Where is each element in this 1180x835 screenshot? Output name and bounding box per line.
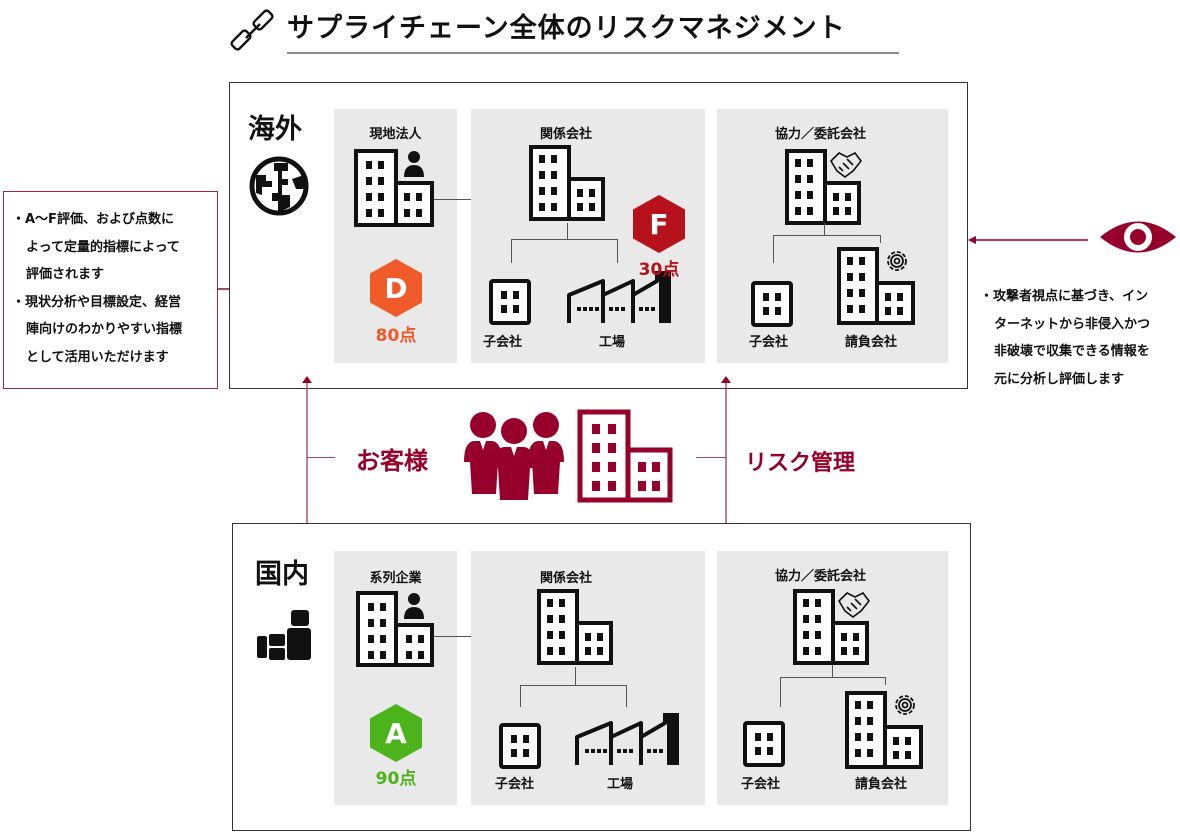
grade-badge-D: D bbox=[370, 259, 422, 317]
panel-group-companies: 系列企業 A 90点 bbox=[334, 551, 457, 805]
panel-title: 関係会社 bbox=[539, 571, 592, 586]
building-icon bbox=[529, 145, 607, 223]
factory-icon bbox=[567, 269, 671, 325]
tree-line bbox=[575, 667, 576, 685]
handshake-icon bbox=[829, 151, 863, 178]
eye-icon bbox=[1098, 214, 1178, 260]
building-with-gear-icon bbox=[845, 691, 925, 771]
building-with-handshake-icon bbox=[785, 149, 875, 227]
customer-label: お客様 bbox=[356, 447, 428, 475]
node-label: 工場 bbox=[599, 335, 626, 350]
node-label: 工場 bbox=[607, 777, 634, 792]
node-label: 請負会社 bbox=[855, 777, 908, 792]
globe-icon bbox=[248, 155, 310, 217]
note-line: ・攻撃者視点に基づき、イン bbox=[980, 289, 1149, 304]
risk-management-label: リスク管理 bbox=[745, 451, 856, 476]
building-with-gear-icon bbox=[837, 247, 917, 327]
subsidiary-icon bbox=[499, 723, 541, 769]
note-line: ターネットから非侵入かつ bbox=[994, 316, 1151, 332]
node-label: 子会社 bbox=[749, 335, 789, 350]
tree-line bbox=[773, 235, 774, 263]
node-label: 請負会社 bbox=[845, 335, 898, 350]
panel-title: 協力／委託会社 bbox=[774, 127, 866, 142]
page-title: サプライチェーン全体のリスクマネジメント bbox=[230, 4, 902, 54]
customer-group-icon bbox=[462, 409, 677, 504]
node-label: 子会社 bbox=[741, 777, 781, 792]
tree-line bbox=[567, 223, 568, 239]
tree-line bbox=[511, 239, 512, 263]
note-line: 陣向けのわかりやすい指標 bbox=[26, 322, 183, 337]
subsidiary-icon bbox=[489, 279, 531, 325]
panel-affiliates: 関係会社 子会社 bbox=[471, 109, 705, 363]
grade-badge-A: A bbox=[370, 704, 422, 762]
gear-icon bbox=[887, 251, 907, 271]
building-with-handshake-icon bbox=[793, 589, 883, 667]
score-label: 30点 bbox=[638, 260, 680, 280]
panel-affiliates: 関係会社 子会社 bbox=[471, 551, 705, 805]
building-with-person-icon bbox=[356, 591, 436, 669]
bidirectional-arrow-left bbox=[301, 376, 313, 536]
bidirectional-arrow-right bbox=[720, 376, 732, 536]
panel-title: 現地法人 bbox=[369, 127, 422, 142]
tree-line bbox=[780, 677, 781, 707]
panel-partners: 協力／委託会社 bbox=[717, 109, 948, 363]
panel-partners: 協力／委託会社 bbox=[717, 551, 948, 805]
tick-line bbox=[696, 457, 726, 459]
node-label: 子会社 bbox=[495, 777, 535, 792]
tree-line bbox=[520, 685, 521, 707]
japan-map-icon bbox=[257, 608, 313, 662]
subsidiary-icon bbox=[743, 721, 785, 767]
methodology-note: ・攻撃者視点に基づき、イン ターネットから非侵入かつ 非破壊で収集できる情報を … bbox=[980, 283, 1180, 393]
subsidiary-icon bbox=[751, 281, 793, 327]
note-line: 評価されます bbox=[26, 267, 105, 282]
note-line: ・A〜F評価、および点数に bbox=[12, 212, 174, 227]
overseas-region: 海外 現地法人 bbox=[229, 82, 968, 389]
node-label: 子会社 bbox=[483, 335, 523, 350]
factory-icon bbox=[575, 711, 679, 767]
tree-line bbox=[885, 677, 886, 685]
gear-icon bbox=[895, 695, 915, 715]
region-label: 海外 bbox=[248, 114, 302, 145]
score-label: 90点 bbox=[375, 769, 417, 789]
tree-line bbox=[824, 223, 825, 235]
chain-link-icon bbox=[230, 8, 278, 54]
tree-line bbox=[880, 235, 881, 243]
tree-line bbox=[617, 239, 618, 263]
panel-title: 関係会社 bbox=[539, 127, 592, 142]
grade-badge-F: F bbox=[633, 195, 685, 253]
note-line: として活用いただけます bbox=[26, 349, 169, 365]
tree-line bbox=[626, 685, 627, 707]
tree-line bbox=[520, 685, 626, 686]
handshake-icon bbox=[837, 591, 871, 618]
tree-line bbox=[511, 239, 617, 240]
domestic-region: 国内 系列企業 bbox=[232, 523, 971, 831]
note-line: ・現状分析や目標設定、経営 bbox=[12, 294, 182, 310]
tree-line bbox=[773, 235, 881, 236]
title-text: サプライチェーン全体のリスクマネジメント bbox=[287, 13, 846, 44]
tree-line bbox=[780, 677, 886, 678]
building-with-person-icon bbox=[354, 149, 436, 229]
observer-arrow bbox=[968, 235, 1090, 245]
tree-line bbox=[832, 665, 833, 677]
note-line: よって定量的指標によって bbox=[26, 239, 180, 255]
grading-note: ・A〜F評価、および点数に よって定量的指標によって 評価されます ・現状分析や… bbox=[3, 191, 218, 389]
tick-line bbox=[307, 457, 335, 459]
panel-title: 系列企業 bbox=[369, 571, 422, 586]
panel-local-subsidiary: 現地法人 D 80点 bbox=[334, 109, 457, 363]
note-line: 非破壊で収集できる情報を bbox=[994, 344, 1150, 359]
score-label: 80点 bbox=[375, 326, 417, 346]
panel-title: 協力／委託会社 bbox=[774, 569, 866, 584]
title-underline bbox=[287, 52, 899, 54]
building-icon bbox=[537, 589, 615, 667]
region-label: 国内 bbox=[255, 559, 309, 590]
note-line: 元に分析し評価します bbox=[994, 371, 1125, 387]
